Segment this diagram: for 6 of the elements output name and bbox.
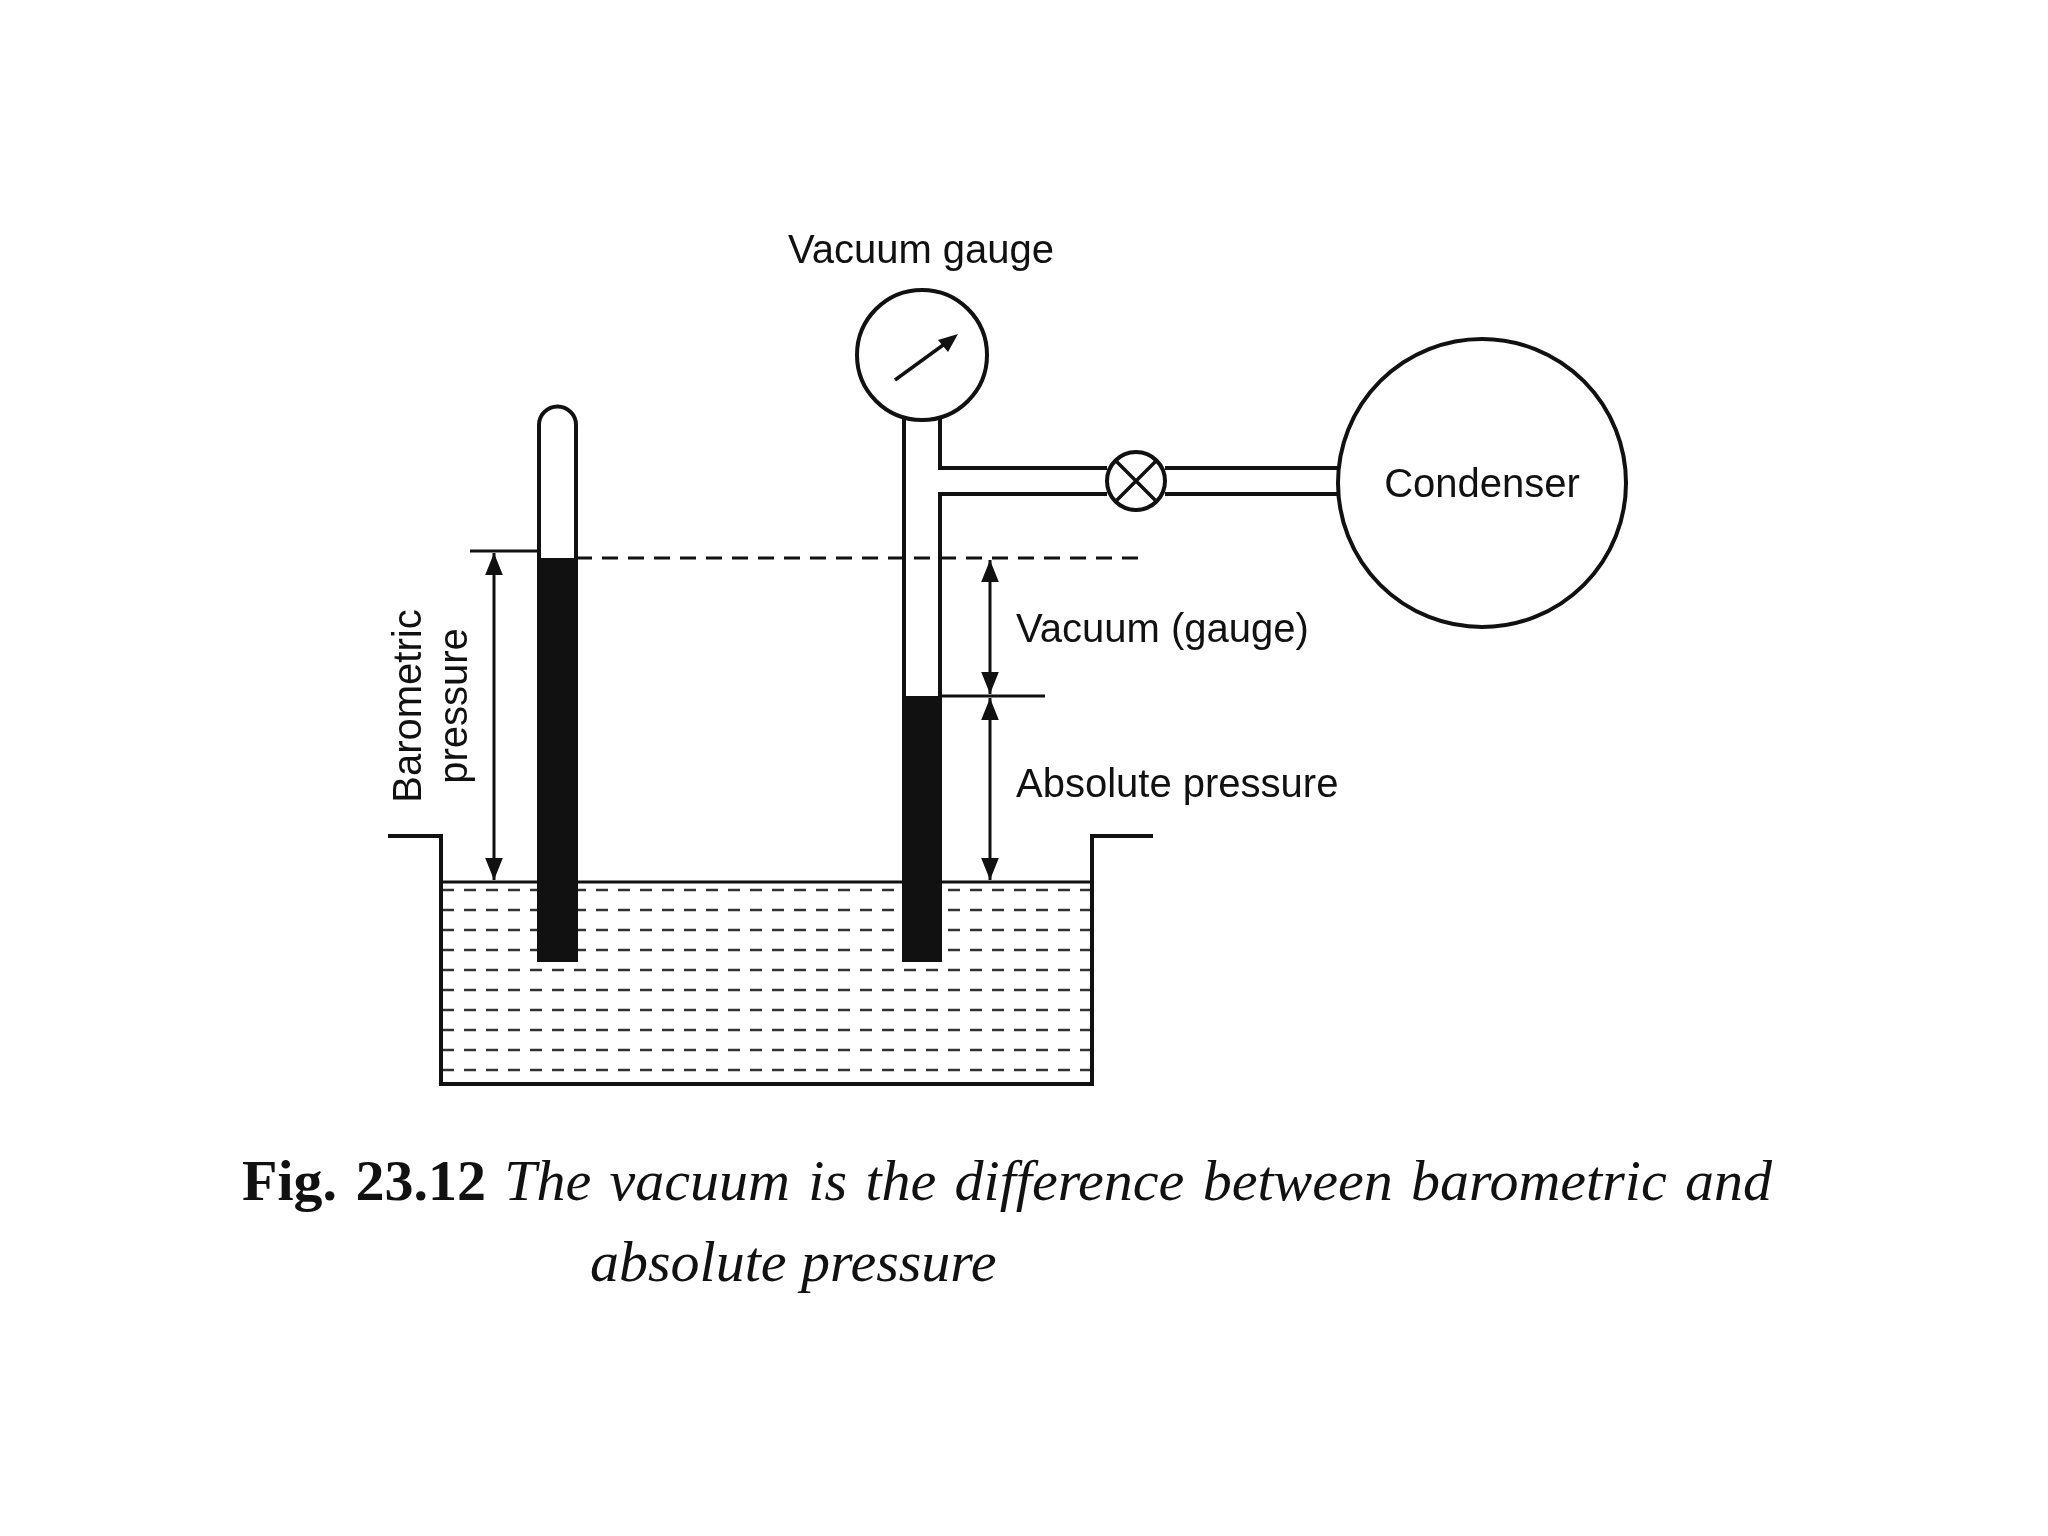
- figure-caption: Fig. 23.12 The vacuum is the difference between barometric and absolute pressure: [242, 1147, 1772, 1297]
- vessel-label: Condenser: [1384, 460, 1580, 506]
- pressure-label: Barometric pressure: [384, 608, 476, 805]
- gauge-label: Vacuum gauge: [787, 226, 1055, 272]
- pressure-label: Absolute pressure: [1016, 760, 1339, 806]
- vacuum-label: Vacuum (gauge): [1016, 605, 1309, 651]
